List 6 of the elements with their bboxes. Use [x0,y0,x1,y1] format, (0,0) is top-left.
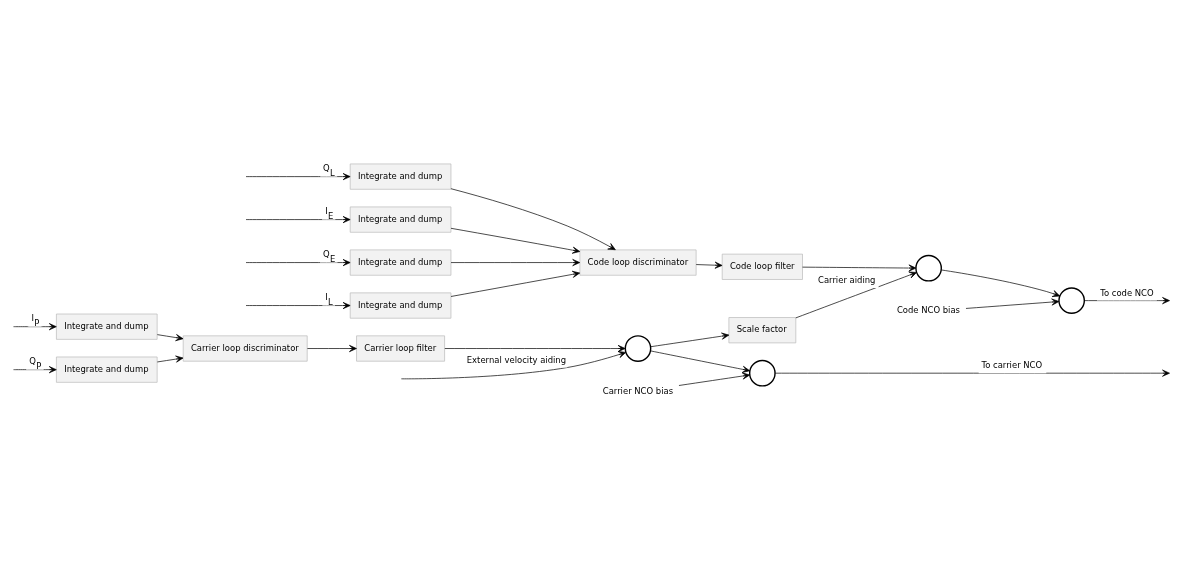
edge-label: Carrier aiding [818,275,876,286]
node-text: Carrier NCO bias [602,385,674,396]
node-text: Code NCO bias [896,305,960,316]
edge-label: External velocity aiding [466,354,567,365]
edge-label: To code NCO [1100,287,1154,298]
edge-label: To carrier NCO [981,360,1043,371]
